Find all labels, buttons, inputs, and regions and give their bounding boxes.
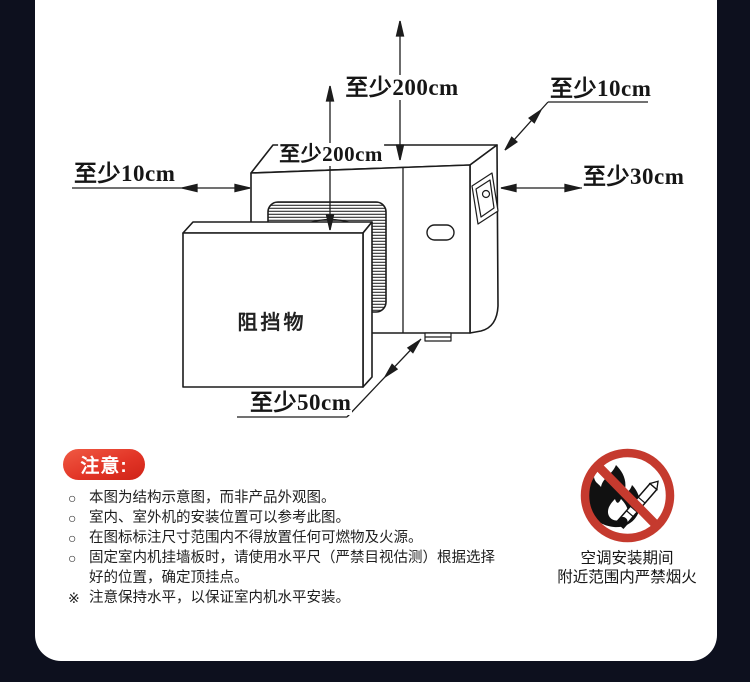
label-clearance-above-unit: 至少200cm [344,75,460,100]
box-top-face [182,221,373,234]
notice-item-text: 本图为结构示意图，而非产品外观图。 [89,490,336,506]
notice-item-marker: ○ [68,550,77,566]
label-clearance-front: 至少50cm [249,390,353,415]
notice-item-text: 固定室内机挂墙板时，请使用水平尺（严禁目视估测）根据选择好的位置，确定顶挂点。 [89,550,495,586]
box-front-face [182,232,364,388]
no-fire-icon [580,448,674,543]
notice-item: ○ 本图为结构示意图，而非产品外观图。 [68,488,523,508]
unit-handle [426,224,455,241]
prohibition-ring [580,448,674,543]
label-clearance-back-corner: 至少10cm [549,76,653,101]
notice-item-marker: ○ [68,490,77,506]
notice-list: ○ 本图为结构示意图，而非产品外观图。 ○ 室内、室外机的安装位置可以参考此图。… [68,488,523,608]
prohibition-slash [594,462,660,530]
side-louver-panel [471,172,499,225]
notice-item: ○ 在图标标注尺寸范围内不得放置任何可燃物及火源。 [68,528,523,548]
dim-line-front [237,338,422,418]
notice-item-marker: ○ [68,530,77,546]
label-clearance-above-fan: 至少200cm [278,142,384,166]
notice-item: ○ 固定室内机挂墙板时，请使用水平尺（严禁目视估测）根据选择好的位置，确定顶挂点… [68,548,523,588]
unit-foot [424,332,452,342]
notice-item-text: 室内、室外机的安装位置可以参考此图。 [89,510,350,526]
notice-item-marker: ※ [68,590,80,606]
warning-text-line1: 空调安装期间 [580,550,674,567]
notice-badge: 注意: [63,449,145,480]
unit-side-face [469,144,499,334]
label-obstruction: 阻挡物 [237,312,307,334]
notice-item-marker: ○ [68,510,77,526]
box-side-face [362,221,373,388]
obstruction-box [182,221,373,388]
notice-item-text: 注意保持水平，以保证室内机水平安装。 [89,590,350,606]
notice-item-text: 在图标标注尺寸范围内不得放置任何可燃物及火源。 [89,530,423,546]
dim-line-left [72,183,251,193]
notice-item: ※ 注意保持水平，以保证室内机水平安装。 [68,588,523,608]
label-clearance-left: 至少10cm [73,161,177,186]
label-clearance-right: 至少30cm [582,164,686,189]
notice-item: ○ 室内、室外机的安装位置可以参考此图。 [68,508,523,528]
dim-line-back-corner [504,101,648,151]
no-fire-warning: 空调安装期间 附近范围内严禁烟火 [552,447,702,587]
warning-text-line2: 附近范围内严禁烟火 [557,569,697,586]
